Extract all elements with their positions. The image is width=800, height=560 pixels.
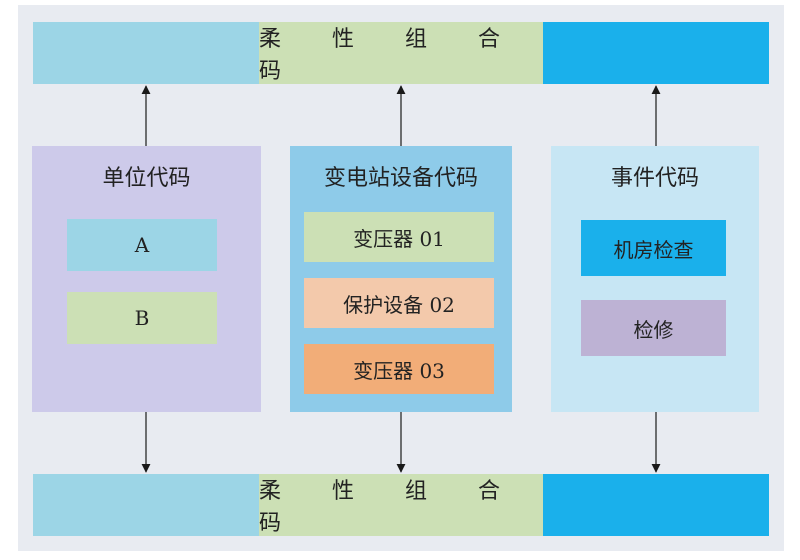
top-bar-middle-segment: 柔 性 组 合 码 — [259, 22, 543, 84]
top-bar-left-segment — [33, 22, 259, 84]
unit-code-item-a-label: A — [134, 233, 150, 257]
station-item-transformer-01-label: 变压器 01 — [353, 226, 445, 251]
bottom-bar-label: 柔 性 组 合 码 — [259, 479, 522, 536]
event-code-title: 事件代码 — [610, 166, 699, 191]
top-bar-right-segment — [543, 22, 769, 84]
station-item-transformer-01: 变压器 01 — [304, 212, 494, 262]
unit-code-item-a: A — [67, 219, 217, 271]
unit-code-item-b-label: B — [134, 306, 150, 330]
top-bar-label: 柔 性 组 合 码 — [259, 27, 522, 84]
station-item-transformer-03-label: 变压器 03 — [353, 358, 445, 383]
station-item-protection-02-label: 保护设备 02 — [343, 292, 455, 317]
bottom-bar-middle-segment: 柔 性 组 合 码 — [259, 474, 543, 536]
unit-code-box: 单位代码 A B — [32, 146, 261, 412]
event-item-maintenance: 检修 — [581, 300, 726, 356]
event-item-maintenance-label: 检修 — [633, 317, 674, 342]
event-item-room-inspection-label: 机房检查 — [613, 237, 694, 262]
unit-code-title: 单位代码 — [102, 166, 191, 191]
top-flexible-code-bar: 柔 性 组 合 码 — [33, 22, 769, 84]
station-item-protection-02: 保护设备 02 — [304, 278, 494, 328]
station-equipment-code-box: 变电站设备代码 变压器 01 保护设备 02 变压器 03 — [290, 146, 512, 412]
station-equipment-code-title: 变电站设备代码 — [323, 166, 478, 191]
bottom-bar-left-segment — [33, 474, 259, 536]
event-item-room-inspection: 机房检查 — [581, 220, 726, 276]
bottom-bar-right-segment — [543, 474, 769, 536]
event-code-box: 事件代码 机房检查 检修 — [551, 146, 759, 412]
bottom-flexible-code-bar: 柔 性 组 合 码 — [33, 474, 769, 536]
station-item-transformer-03: 变压器 03 — [304, 344, 494, 394]
unit-code-item-b: B — [67, 292, 217, 344]
